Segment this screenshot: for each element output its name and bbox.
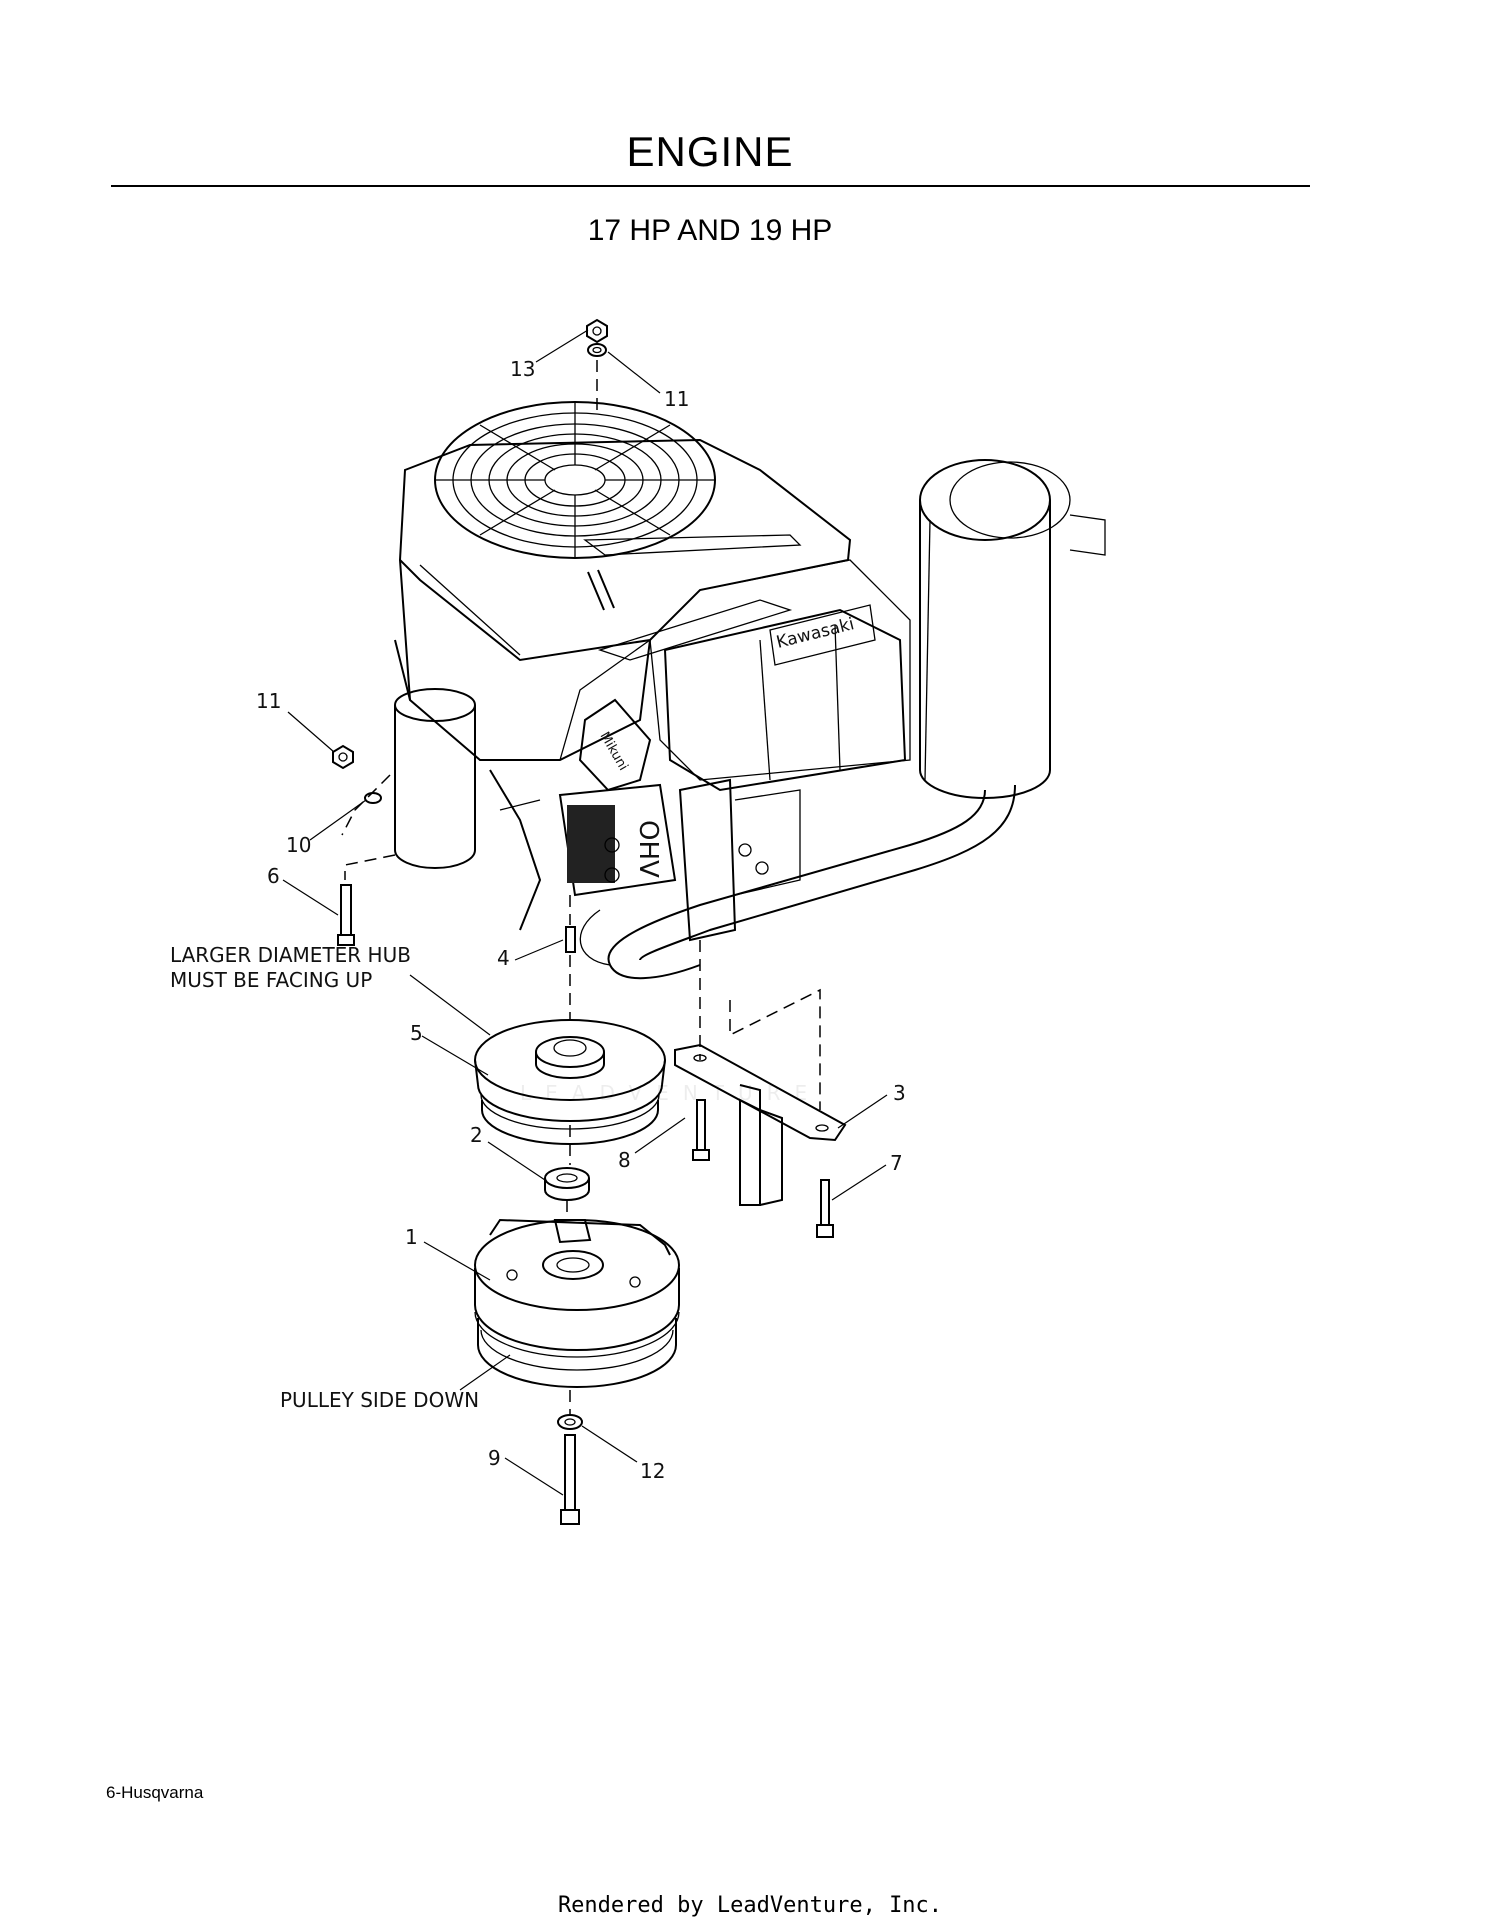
page-subtitle: 17 HP AND 19 HP <box>587 214 833 247</box>
leader-5 <box>421 1035 489 1076</box>
callout-10: 10 <box>286 833 311 857</box>
callout-12: 12 <box>640 1459 665 1483</box>
leader-4 <box>514 939 564 961</box>
callout-11-top: 11 <box>664 387 689 411</box>
leader-13 <box>535 329 589 363</box>
callout-6: 6 <box>267 864 280 888</box>
hub-note-line2: MUST BE FACING UP <box>170 968 372 992</box>
leader-9 <box>504 1457 564 1496</box>
leader-pulley-note <box>459 1354 511 1391</box>
callout-8: 8 <box>618 1148 631 1172</box>
bolt-6 <box>337 884 355 946</box>
air-cleaner-canister <box>919 459 1106 799</box>
leader-3 <box>837 1094 888 1129</box>
leader-7 <box>831 1164 887 1201</box>
callout-1: 1 <box>405 1225 418 1249</box>
leader-12 <box>581 1425 638 1463</box>
engine-assembly: Kawasaki OHV <box>394 401 1106 980</box>
footer-render-credit: Rendered by LeadVenture, Inc. <box>557 1893 943 1918</box>
fan-screen <box>434 401 716 559</box>
ohv-decal-plate: OHV <box>558 783 677 897</box>
key-4 <box>565 926 576 953</box>
electric-clutch-1 <box>474 1218 680 1388</box>
leader-8 <box>634 1117 686 1154</box>
leader-6 <box>282 879 339 916</box>
engine-brand-label: Kawasaki <box>774 614 856 653</box>
bolt-8 <box>692 1099 710 1161</box>
callout-7: 7 <box>890 1151 903 1175</box>
leader-2 <box>487 1141 546 1181</box>
bolt-9 <box>560 1434 580 1525</box>
engine-bracket-3 <box>674 1043 847 1206</box>
top-nut-13 <box>586 318 608 344</box>
callout-4: 4 <box>497 946 510 970</box>
hub-note-line1: LARGER DIAMETER HUB <box>170 943 411 967</box>
spacer-2 <box>544 1167 590 1201</box>
callout-2: 2 <box>470 1123 483 1147</box>
footer-page-number: 6-Husqvarna <box>106 1783 204 1802</box>
exhaust-pipe <box>579 784 1016 980</box>
left-nut-11 <box>332 744 354 770</box>
ohv-decal-label: OHV <box>633 820 663 878</box>
callout-11-left: 11 <box>256 689 281 713</box>
callout-9: 9 <box>488 1446 501 1470</box>
page-title: ENGINE <box>626 128 794 175</box>
leader-11-top <box>607 351 661 394</box>
top-washer-11 <box>587 343 607 357</box>
leader-1 <box>423 1241 491 1281</box>
left-washer-10 <box>364 792 382 804</box>
callout-5: 5 <box>410 1021 423 1045</box>
bolt-7 <box>816 1179 834 1238</box>
watermark-text: LEADVENTURE <box>520 1081 821 1105</box>
ohv-decal-pattern <box>567 805 615 883</box>
callout-13: 13 <box>510 357 535 381</box>
leader-10 <box>309 799 367 841</box>
leader-hub-note <box>409 974 491 1036</box>
carburetor-decal-label: Mikuni <box>597 730 631 774</box>
leader-11-left <box>287 711 335 753</box>
washer-12 <box>557 1414 583 1430</box>
pulley-note: PULLEY SIDE DOWN <box>280 1388 479 1412</box>
callout-3: 3 <box>893 1081 906 1105</box>
title-divider <box>111 185 1310 187</box>
